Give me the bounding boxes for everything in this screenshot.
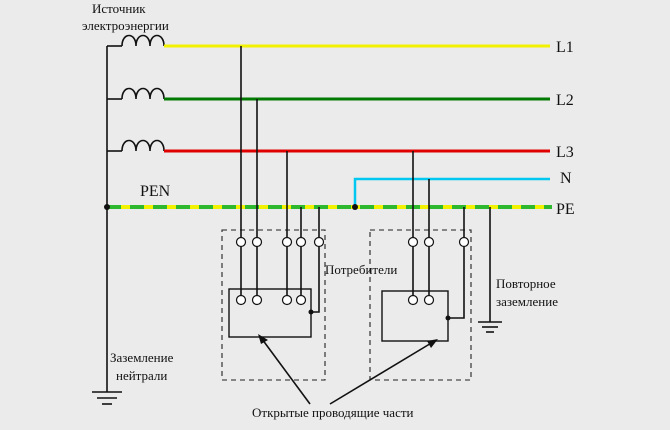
exposed-parts-label: Открытые проводящие части	[252, 405, 414, 420]
consumer2-terminals	[407, 236, 470, 306]
consumers-label: Потребители	[325, 262, 397, 277]
label-L3: L3	[556, 144, 574, 161]
repeat-ground-symbol	[478, 321, 502, 333]
neutral-ground-symbol	[92, 391, 122, 405]
label-L1: L1	[556, 39, 574, 56]
source-label-line1: Источник	[92, 1, 146, 16]
consumer2-pe-dot	[445, 315, 451, 321]
source-coil-1	[121, 34, 165, 47]
label-PE: PE	[556, 201, 575, 218]
junction-dot-split	[352, 204, 358, 210]
source-label-line2: электроэнергии	[82, 18, 169, 33]
neutral-ground-label-line2: нейтрали	[116, 368, 167, 383]
label-PEN: PEN	[140, 183, 171, 200]
neutral-ground-label-line1: Заземление	[110, 350, 174, 365]
consumer1-pe-dot	[308, 309, 314, 315]
label-L2: L2	[556, 92, 574, 109]
repeat-ground-label-line1: Повторное	[496, 276, 556, 291]
consumer1-enclosure	[221, 229, 326, 381]
source-coil-3	[121, 139, 165, 152]
consumer1-drops	[240, 46, 320, 313]
junction-dot-spine	[104, 204, 110, 210]
consumer2-drops	[412, 151, 465, 319]
bus-N	[353, 177, 550, 207]
consumer2-enclosure	[369, 229, 472, 381]
consumer1-terminals	[235, 236, 325, 306]
source-coil-2	[121, 87, 165, 100]
repeat-ground-label-line2: заземление	[496, 294, 558, 309]
exposed-parts-arrows	[258, 334, 438, 405]
label-N: N	[560, 170, 572, 187]
